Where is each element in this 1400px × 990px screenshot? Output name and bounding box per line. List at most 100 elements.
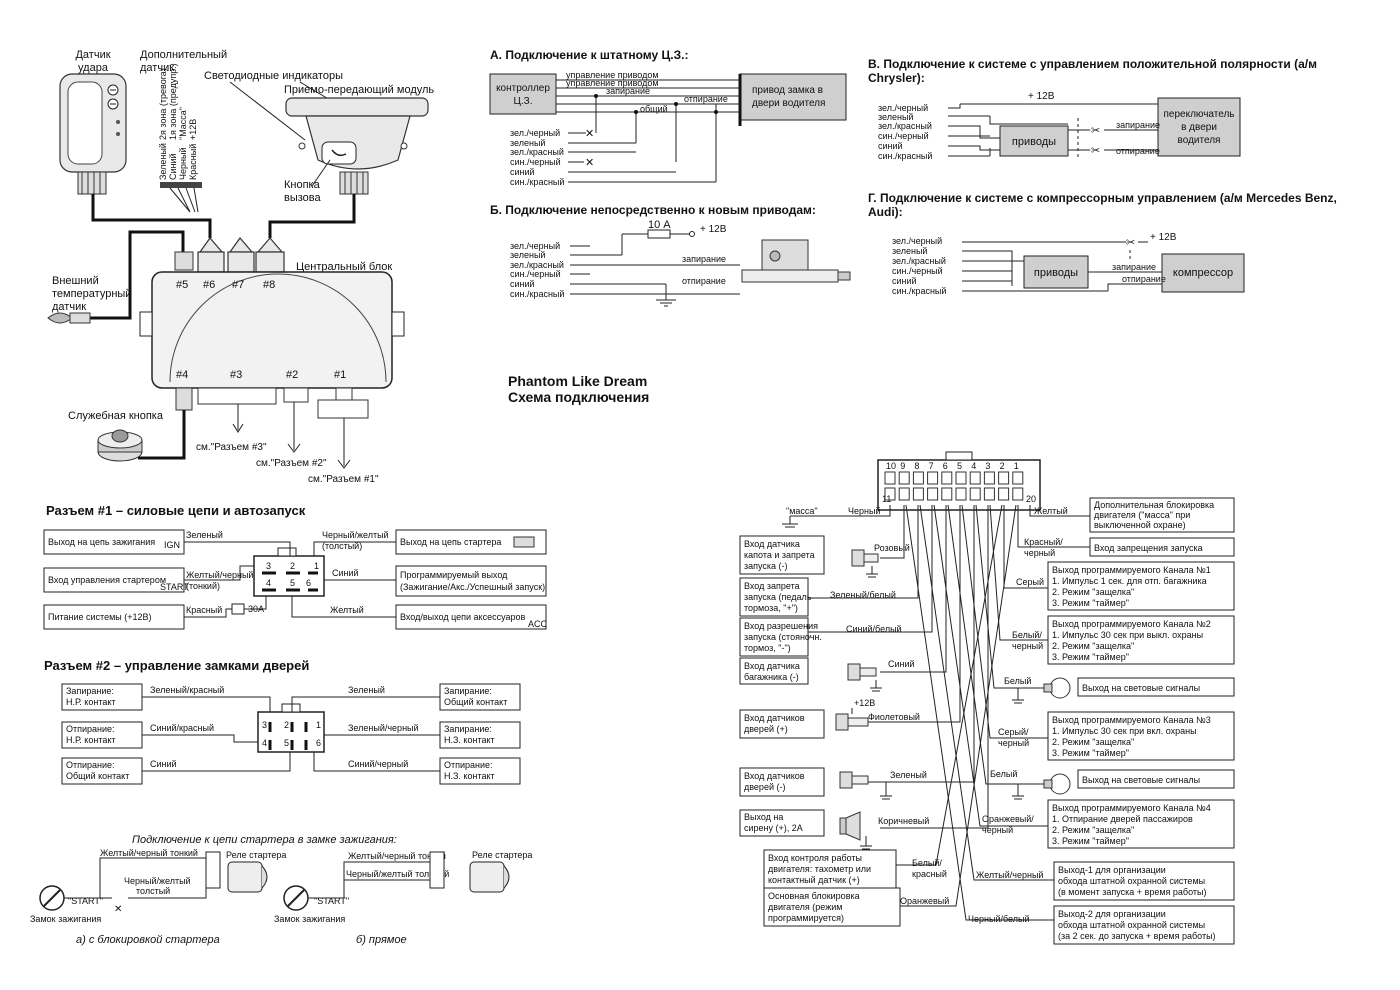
c3-left-8c: контактный датчик (+): [768, 875, 860, 885]
c1-pin-4: 4: [266, 578, 271, 588]
v-wire-3: зел./красный: [878, 121, 932, 131]
sensor-switch-icon: [851, 549, 879, 578]
c2-pin-1: 1: [316, 720, 321, 730]
v-wires: зел./черный зеленый зел./красный син./че…: [878, 103, 932, 161]
c3-left-box-9: [763, 887, 901, 927]
transceiver-module-icon: [285, 97, 429, 195]
c3-right-box-2: [1089, 537, 1235, 557]
port-7: #7: [232, 279, 244, 291]
c3-right-3a: Выход программируемого Канала №1: [1052, 565, 1211, 575]
b-fuse-label: 10 А: [648, 219, 671, 231]
c3-right-1c: выключенной охране): [1094, 520, 1186, 530]
c3-right-8c: 2. Режим "защелка": [1052, 825, 1134, 835]
c3-right-1a: Дополнительная блокировка: [1094, 500, 1214, 510]
b-plus: + 12В: [700, 224, 727, 235]
page-title-line1: Phantom Like Dream: [508, 373, 647, 389]
a-line-common: общий: [640, 104, 668, 114]
c3-right-6d: 3. Режим "таймер": [1052, 748, 1129, 758]
c3-r-wire-white-2: Белый: [990, 769, 1017, 779]
c3-wire-pink: Розовый: [874, 543, 910, 553]
a-line-ctrl2: управление приводом: [566, 78, 659, 88]
c3-pin-cell: [955, 471, 967, 485]
g-wire-6: син./красный: [892, 286, 946, 296]
c3-pin-label-9: 9: [900, 461, 905, 471]
starter-a-start: "START": [68, 896, 103, 906]
sensor-wire-blue: Синий: [168, 153, 178, 180]
c3-r-wire-white-black-2: черный: [1012, 641, 1043, 651]
sensor-zone-2: 2я зона (тревога): [158, 68, 168, 140]
connector-1-title: Разъем #1 – силовые цепи и автозапуск: [46, 503, 306, 518]
port-5: #5: [176, 279, 188, 291]
lamp-icon: [1043, 677, 1071, 699]
c2-box-right-3: [439, 757, 521, 785]
c1-prog-out-label-1: Программируемый выход: [400, 570, 508, 580]
c3-right-box-8: [1047, 799, 1235, 849]
c3-r-wire-white: Белый: [1004, 676, 1031, 686]
c3-left-box-6: [739, 767, 825, 797]
c3-pin-cell: [998, 471, 1010, 485]
c3-plus12: +12В: [854, 698, 875, 708]
c2-pin-3: 3: [262, 720, 267, 730]
c3-right-3b: 1. Импульс 1 сек. для отп. багажника: [1052, 576, 1207, 586]
b-wire-2: зеленый: [510, 250, 545, 260]
v-wire-2: зеленый: [878, 112, 913, 122]
c3-left-box-3: [739, 617, 809, 657]
c3-pin-cell: [969, 471, 981, 485]
c2-box-left-2: [61, 721, 143, 749]
extra-sensor-label-1: Дополнительный: [140, 49, 227, 61]
c3-left-6b: дверей (-): [744, 782, 785, 792]
c3-right-box-6: [1047, 711, 1235, 761]
transceiver-label: Приемо-передающий модуль: [284, 84, 434, 96]
starter-caption-a: а) с блокировкой стартера: [76, 934, 220, 946]
c3-pin-cell: [998, 487, 1010, 501]
c2-box-right-1: [439, 683, 521, 711]
actuator-label-1: привод замка в: [752, 85, 823, 96]
starter-circuit: Подключение к цепи стартера в замке зажи…: [30, 834, 532, 946]
c3-pin-cell: [941, 471, 953, 485]
sensor-wire-black: Черный: [178, 148, 188, 180]
c3-left-8b: двигателя: тахометр или: [768, 864, 871, 874]
g-wire-5: синий: [892, 276, 917, 286]
c3-pin-cell: [983, 471, 995, 485]
temp-sensor-label-1: Внешний: [52, 275, 99, 287]
relay-coil-icon: [205, 851, 221, 889]
c1-wire-thin: (тонкий): [186, 581, 220, 591]
c3-right-4d: 3. Режим "таймер": [1052, 652, 1129, 662]
c1-wire-yellow: Желтый: [330, 605, 364, 615]
b-wire-5: синий: [510, 279, 535, 289]
c2-right-1a: Запирание:: [444, 686, 492, 696]
c3-left-box-2: [739, 577, 809, 617]
c3-left-3a: Вход разрешения: [744, 621, 818, 631]
c3-r-wire-red-black-1: Красный/: [1024, 537, 1063, 547]
c3-right-box-9: [1053, 861, 1235, 901]
b-line-unlock: отпирание: [682, 276, 726, 286]
c3-right-2a: Вход запрещения запуска: [1094, 543, 1203, 553]
starter-b-lock: Замок зажигания: [274, 914, 345, 924]
controller-label-2: Ц.З.: [514, 96, 533, 107]
c2-wire-blue-red: Синий/красный: [150, 723, 214, 733]
c3-pin-cell: [927, 487, 939, 501]
temp-sensor-label-2: температурный: [52, 288, 131, 300]
c3-pin-label-6: 6: [943, 461, 948, 471]
c3-wire-white-red-2: красный: [912, 869, 947, 879]
c3-left-5a: Вход датчиков: [744, 713, 805, 723]
cut-icon: ✂: [1091, 125, 1100, 137]
g-wire-4: син./черный: [892, 266, 943, 276]
c3-right-box-10: [1053, 905, 1235, 945]
c1-box-acc: [395, 604, 547, 630]
lamp-icon: [1043, 773, 1071, 795]
actuator-label-2: двери водителя: [752, 98, 825, 109]
see-connector-3: см."Разъем #3": [196, 442, 267, 453]
b-wire-4: син./черный: [510, 269, 561, 279]
shock-sensor-label-1: Датчик: [75, 49, 110, 61]
c3-pin-cell: [1012, 487, 1024, 501]
c3-left-9a: Основная блокировка: [768, 891, 860, 901]
controller-box: [489, 73, 557, 115]
c2-left-1a: Запирание:: [66, 686, 114, 696]
extra-sensor-wire-labels: Зеленый Синий Черный Красный: [158, 143, 198, 180]
led-indicators-label: Светодиодные индикаторы: [204, 70, 343, 82]
sensor-wire-green: Зеленый: [158, 143, 168, 180]
call-button-label-2: вызова: [284, 192, 322, 204]
v-switch-box: [1157, 97, 1241, 157]
